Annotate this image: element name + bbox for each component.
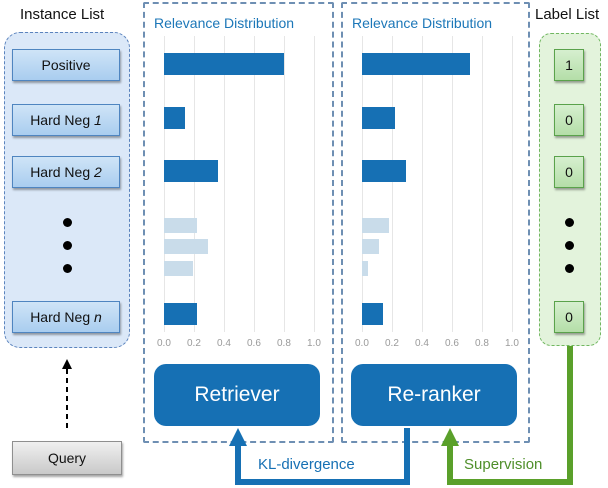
retriever-bar [164, 239, 208, 254]
reranker-bar [362, 53, 470, 75]
instance-hard-neg-2: Hard Neg 2 [12, 156, 120, 188]
retriever-box: Retriever [154, 364, 320, 426]
instance-index: 2 [94, 164, 102, 180]
retriever-gridline [254, 36, 255, 332]
reranker-bar [362, 107, 395, 129]
query-label: Query [47, 450, 87, 466]
label-value: 1 [565, 57, 573, 73]
label-value: 0 [565, 309, 573, 325]
retriever-bar [164, 53, 284, 75]
label-item: 0 [554, 301, 584, 333]
ellipsis-dot [565, 264, 574, 273]
reranker-tick-label: 0.6 [445, 338, 459, 349]
query-box: Query [12, 441, 122, 475]
ellipsis-dot [63, 241, 72, 250]
ellipsis-dot [565, 218, 574, 227]
reranker-gridline [392, 36, 393, 332]
instance-label: Positive [41, 57, 91, 73]
retriever-tick-label: 0.6 [247, 338, 261, 349]
retriever-gridline [194, 36, 195, 332]
instance-label: Hard Neg [30, 309, 94, 325]
retriever-bar [164, 160, 218, 182]
reranker-bar [362, 218, 389, 233]
reranker-label: Re-ranker [387, 383, 481, 406]
retriever-tick-label: 0.8 [277, 338, 291, 349]
retriever-label: Retriever [194, 383, 280, 406]
supervision-arrowhead [441, 428, 459, 446]
reranker-bar [362, 303, 383, 325]
retriever-bar [164, 218, 197, 233]
reranker-tick-label: 0.8 [475, 338, 489, 349]
retriever-tick-label: 1.0 [307, 338, 321, 349]
reranker-gridline [452, 36, 453, 332]
reranker-panel-title: Relevance Distribution [352, 15, 493, 31]
instance-list-panel [4, 32, 130, 348]
retriever-tick-label: 0.4 [217, 338, 231, 349]
retriever-relevance-chart: 0.0 0.2 0.4 0.6 0.8 1.0 [156, 36, 326, 358]
reranker-gridline [482, 36, 483, 332]
instance-index: n [94, 309, 102, 325]
reranker-bar [362, 160, 406, 182]
label-item: 1 [554, 49, 584, 81]
instance-label: Hard Neg [30, 164, 94, 180]
instance-list-title: Instance List [20, 6, 105, 23]
reranker-relevance-chart: 0.0 0.2 0.4 0.6 0.8 1.0 [354, 36, 524, 358]
retriever-gridline [314, 36, 315, 332]
ellipsis-dot [63, 264, 72, 273]
kl-divergence-label: KL-divergence [258, 456, 355, 473]
ellipsis-dot [565, 241, 574, 250]
label-item: 0 [554, 156, 584, 188]
reranker-box: Re-ranker [351, 364, 517, 426]
retriever-bar [164, 261, 193, 276]
reranker-tick-label: 0.0 [355, 338, 369, 349]
reranker-tick-label: 0.4 [415, 338, 429, 349]
reranker-tick-label: 0.2 [385, 338, 399, 349]
retriever-tick-label: 0.2 [187, 338, 201, 349]
ellipsis-dot [63, 218, 72, 227]
instance-label: Hard Neg [30, 112, 94, 128]
supervision-arrow [447, 346, 573, 485]
retriever-bar [164, 107, 185, 129]
reranker-bar [362, 239, 379, 254]
supervision-label: Supervision [464, 456, 543, 473]
reranker-gridline [362, 36, 363, 332]
instance-hard-neg-1: Hard Neg 1 [12, 104, 120, 136]
reranker-tick-label: 1.0 [505, 338, 519, 349]
retriever-gridline [164, 36, 165, 332]
retriever-tick-label: 0.0 [157, 338, 171, 349]
retriever-panel-title: Relevance Distribution [154, 15, 295, 31]
reranker-gridline [422, 36, 423, 332]
retriever-bar [164, 303, 197, 325]
reranker-panel [341, 2, 530, 443]
kl-arrowhead [229, 428, 247, 446]
reranker-gridline [512, 36, 513, 332]
label-list-panel [539, 33, 601, 346]
label-list-title: Label List [535, 6, 600, 23]
instance-hard-neg-n: Hard Neg n [12, 301, 120, 333]
label-value: 0 [565, 112, 573, 128]
instance-index: 1 [94, 112, 102, 128]
retriever-gridline [224, 36, 225, 332]
label-item: 0 [554, 104, 584, 136]
retriever-gridline [284, 36, 285, 332]
instance-positive: Positive [12, 49, 120, 81]
reranker-bar [362, 261, 368, 276]
kl-divergence-arrow [235, 428, 410, 485]
label-value: 0 [565, 164, 573, 180]
